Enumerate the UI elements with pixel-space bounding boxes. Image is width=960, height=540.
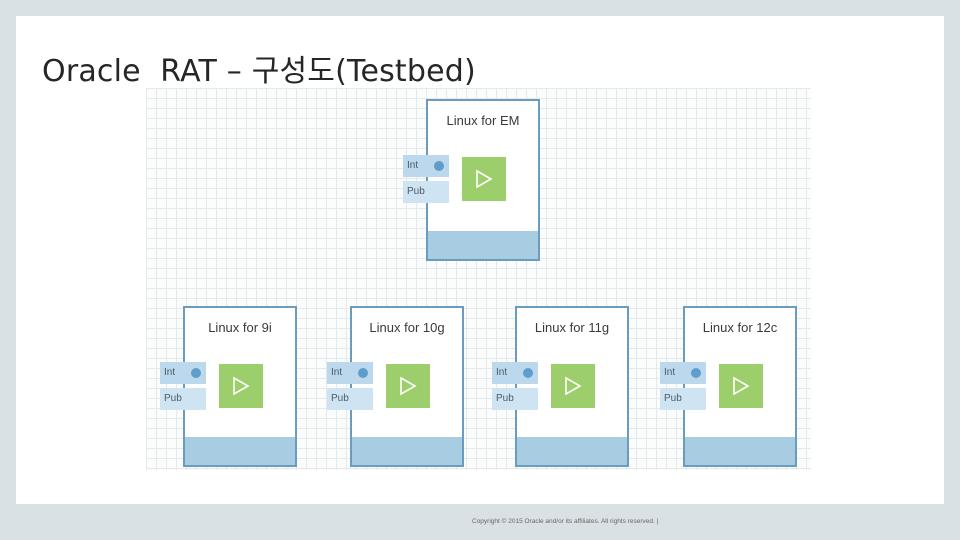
vm-title: Linux for 12c [702,320,778,335]
vm-title: Linux for 11g [534,320,610,335]
nic-pub[interactable]: Pub [660,388,706,410]
vm-status-bar [352,437,462,465]
nic-pub[interactable]: Pub [403,181,449,203]
nic-int-label: Int [164,367,176,378]
nic-pub-label: Pub [331,393,349,404]
nic-int-label: Int [407,160,419,171]
vm-title: Linux for 9i [208,320,272,335]
nic-int[interactable]: Int [403,155,449,177]
nic-int[interactable]: Int [492,362,538,384]
nic-pub-label: Pub [496,393,514,404]
nic-pub-label: Pub [164,393,182,404]
play-button[interactable] [462,157,506,201]
play-icon [733,376,750,396]
nic-pub[interactable]: Pub [327,388,373,410]
nic-pub[interactable]: Pub [492,388,538,410]
connection-dot-icon [191,368,201,378]
nic-int[interactable]: Int [327,362,373,384]
copyright-footer: Copyright © 2015 Oracle and/or its affil… [472,518,659,525]
vm-status-bar [685,437,795,465]
vm-title: Linux for 10g [369,320,445,335]
connection-dot-icon [523,368,533,378]
connection-dot-icon [691,368,701,378]
page-title: Oracle RAT – 구성도(Testbed) [42,54,476,89]
nic-int-label: Int [496,367,508,378]
nic-pub-label: Pub [407,186,425,197]
play-icon [233,376,250,396]
vm-status-bar [517,437,627,465]
nic-int-label: Int [664,367,676,378]
play-icon [476,169,493,189]
play-button[interactable] [551,364,595,408]
play-button[interactable] [719,364,763,408]
vm-title: Linux for EM [446,113,520,128]
nic-pub[interactable]: Pub [160,388,206,410]
play-icon [565,376,582,396]
nic-int[interactable]: Int [660,362,706,384]
nic-pub-label: Pub [664,393,682,404]
play-button[interactable] [219,364,263,408]
connection-dot-icon [434,161,444,171]
nic-int[interactable]: Int [160,362,206,384]
play-icon [400,376,417,396]
nic-int-label: Int [331,367,343,378]
play-button[interactable] [386,364,430,408]
vm-status-bar [428,231,538,259]
vm-status-bar [185,437,295,465]
connection-dot-icon [358,368,368,378]
